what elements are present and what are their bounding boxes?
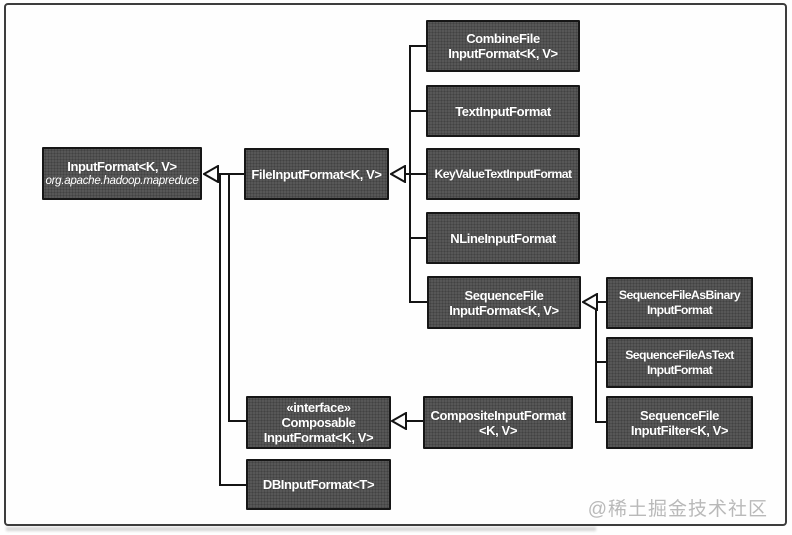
class-name: <K, V> <box>478 422 518 438</box>
class-box-fileinputformat: FileInputFormat<K, V> <box>244 148 389 200</box>
class-name: FileInputFormat<K, V> <box>251 166 382 182</box>
stereotype-label: «interface» <box>286 400 351 415</box>
inheritance-arrow-icon <box>582 293 598 311</box>
class-box-sequencefileinputformat: SequenceFile InputFormat<K, V> <box>427 276 581 329</box>
class-box-keyvaluetextinputformat: KeyValueTextInputFormat <box>426 148 580 200</box>
connector-line <box>595 361 606 363</box>
inheritance-arrow-icon <box>390 165 406 183</box>
class-name: InputFormat<K, V> <box>449 302 559 318</box>
connector-line <box>409 110 426 112</box>
class-name: SequenceFileAsBinary <box>618 288 741 302</box>
class-name: NLineInputFormat <box>450 230 556 246</box>
connector-line <box>597 301 606 303</box>
class-name: InputFormat<K, V> <box>263 430 374 445</box>
class-name: InputFormat <box>646 303 713 317</box>
class-box-composableinputformat: «interface» Composable InputFormat<K, V> <box>246 396 391 449</box>
class-name: InputFormat<K, V> <box>67 159 177 174</box>
connector-line <box>409 237 426 239</box>
connector-line <box>409 45 411 303</box>
connector-line <box>219 484 246 486</box>
connector-line <box>219 173 221 486</box>
class-name: CompositeInputFormat <box>430 407 566 423</box>
class-package: org.apache.hadoop.mapreduce <box>45 174 199 187</box>
class-box-sequencefileastextinputformat: SequenceFileAsText InputFormat <box>606 337 753 388</box>
connector-line <box>228 420 246 422</box>
watermark-text: @稀土掘金技术社区 <box>587 499 768 520</box>
class-box-compositeinputformat: CompositeInputFormat <K, V> <box>423 396 573 449</box>
class-box-textinputformat: TextInputFormat <box>426 85 580 137</box>
class-name: CombineFile <box>466 31 540 46</box>
inheritance-arrow-icon <box>391 412 407 430</box>
class-box-inputformat: InputFormat<K, V> org.apache.hadoop.mapr… <box>42 147 202 200</box>
connector-line <box>407 420 423 422</box>
class-name: InputFormat <box>646 362 713 377</box>
connector-line <box>217 173 244 175</box>
class-name: DBInputFormat<T> <box>262 477 375 492</box>
class-name: Composable <box>281 415 356 430</box>
connector-line <box>409 45 426 47</box>
class-name: SequenceFile <box>639 407 719 423</box>
scan-artifact <box>6 527 596 531</box>
class-box-sequencefileasbinaryinputformat: SequenceFileAsBinary InputFormat <box>606 277 753 329</box>
inheritance-arrow-icon <box>203 165 219 183</box>
class-name: KeyValueTextInputFormat <box>434 166 573 181</box>
class-box-dbinputformat: DBInputFormat<T> <box>246 459 391 510</box>
class-name: SequenceFileAsText <box>625 347 734 362</box>
class-box-nlineinputformat: NLineInputFormat <box>426 212 580 264</box>
class-name: InputFilter<K, V> <box>630 422 729 438</box>
class-name: TextInputFormat <box>455 103 551 119</box>
connector-line <box>406 173 426 175</box>
class-name: SequenceFile <box>464 287 544 303</box>
connector-line <box>409 301 427 303</box>
class-name: InputFormat<K, V> <box>448 46 558 61</box>
connector-line <box>595 421 606 423</box>
class-box-combinefileinputformat: CombineFile InputFormat<K, V> <box>426 20 580 72</box>
connector-line <box>228 173 230 422</box>
class-box-sequencefileinputfilter: SequenceFile InputFilter<K, V> <box>606 396 753 449</box>
